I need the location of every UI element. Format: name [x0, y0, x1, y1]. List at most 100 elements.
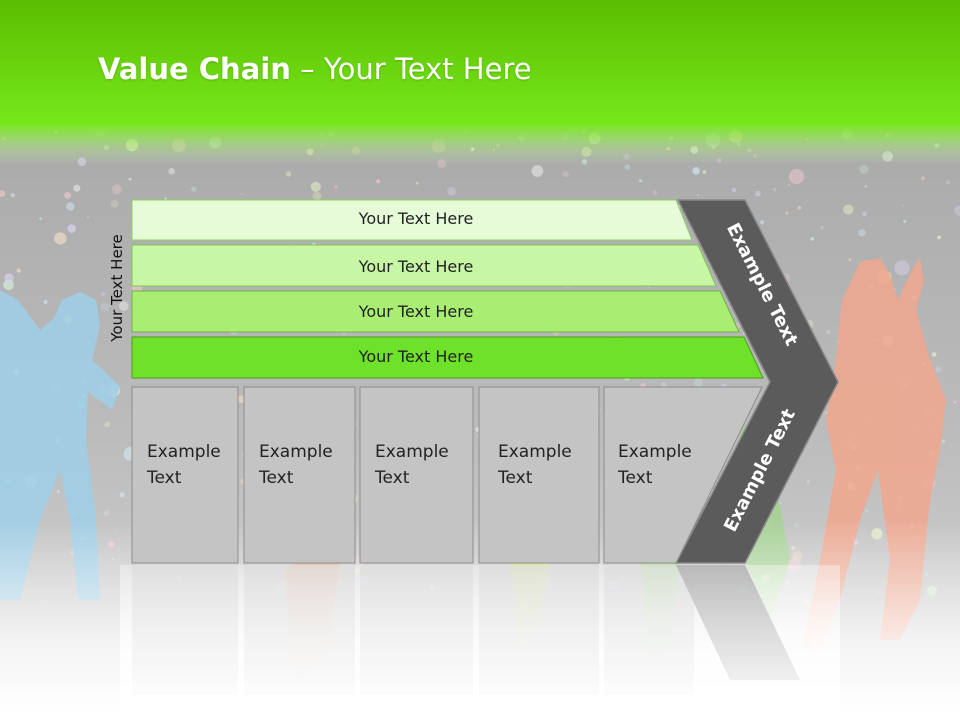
bokeh-dot — [787, 183, 791, 187]
title-separator: – — [290, 52, 324, 86]
bokeh-dot — [64, 192, 71, 199]
margin-chevron — [674, 199, 839, 564]
bokeh-dot — [110, 199, 119, 208]
bokeh-dot — [693, 377, 703, 387]
bokeh-dot — [843, 204, 854, 215]
bokeh-dot — [858, 229, 866, 237]
activity-columns — [131, 386, 763, 564]
column-4 — [478, 386, 600, 564]
bokeh-dot — [100, 302, 110, 311]
bokeh-dot — [894, 260, 910, 276]
bokeh-dot — [859, 164, 869, 174]
bokeh-dot — [692, 167, 700, 175]
column-1 — [131, 386, 239, 564]
bokeh-dot — [10, 193, 15, 198]
bokeh-dot — [43, 300, 48, 304]
bokeh-dot — [848, 258, 852, 261]
bokeh-dot — [797, 205, 802, 210]
bokeh-dot — [3, 279, 14, 291]
bokeh-dot — [168, 168, 175, 175]
bokeh-dot — [785, 211, 789, 215]
bokeh-dot — [901, 204, 905, 207]
column-1-label: Example Text — [147, 442, 221, 488]
bokeh-dot — [164, 197, 167, 200]
bokeh-dot — [789, 168, 805, 185]
bokeh-dot — [937, 235, 941, 240]
bokeh-dot — [954, 205, 960, 216]
bokeh-dot — [119, 492, 125, 498]
bokeh-dot — [935, 366, 942, 373]
bokeh-dot — [639, 179, 642, 183]
bokeh-dot — [920, 176, 926, 181]
bar-2-label: Your Text Here — [358, 257, 474, 276]
column-2-label: Example Text — [259, 442, 333, 488]
value-chain-bars — [131, 199, 764, 379]
bokeh-dot — [4, 273, 14, 283]
bokeh-dot — [191, 186, 197, 192]
bar-4-label: Your Text Here — [358, 347, 474, 366]
bokeh-dot — [54, 232, 67, 245]
bokeh-dot — [103, 510, 110, 516]
bokeh-dot — [237, 395, 246, 404]
bokeh-dot — [312, 191, 322, 201]
bar-1 — [131, 199, 693, 241]
bokeh-dot — [66, 202, 75, 211]
bokeh-dot — [806, 480, 810, 484]
bokeh-dot — [941, 439, 946, 443]
bokeh-dot — [119, 301, 129, 311]
bokeh-dot — [285, 171, 292, 177]
bokeh-dot — [0, 190, 5, 197]
bokeh-dot — [760, 220, 765, 225]
bokeh-dot — [334, 185, 338, 189]
bokeh-dot — [755, 190, 761, 197]
bokeh-dot — [310, 181, 321, 192]
bokeh-dot — [696, 193, 700, 197]
bokeh-dot — [862, 211, 867, 216]
bokeh-dot — [661, 382, 667, 388]
bokeh-dot — [778, 501, 782, 505]
bokeh-dot — [86, 215, 90, 219]
bokeh-dot — [240, 192, 243, 195]
bokeh-dot — [953, 400, 957, 404]
bokeh-dot — [111, 184, 122, 195]
bar-3 — [131, 290, 740, 333]
column-2 — [243, 386, 356, 564]
bokeh-dot — [826, 329, 831, 334]
title-bold: Value Chain — [98, 52, 291, 86]
bokeh-dot — [903, 219, 907, 223]
bokeh-dot — [773, 187, 777, 192]
column-3-label: Example Text — [375, 442, 449, 488]
bokeh-dot — [104, 421, 111, 428]
bokeh-dot — [376, 179, 381, 184]
bokeh-dot — [531, 165, 544, 177]
bokeh-dot — [624, 164, 631, 170]
bokeh-dot — [931, 352, 937, 357]
bokeh-dot — [946, 180, 951, 185]
slide-title: Value Chain – Your Text Here — [98, 52, 532, 86]
bokeh-dot — [415, 182, 419, 185]
bar-1-label: Your Text Here — [358, 209, 474, 228]
bokeh-dot — [67, 224, 77, 233]
bokeh-dot — [820, 226, 824, 229]
bar-3-label: Your Text Here — [358, 302, 474, 321]
bokeh-dot — [16, 268, 21, 273]
column-4-label: Example Text — [498, 442, 572, 488]
bokeh-dot — [73, 184, 81, 192]
bokeh-dot — [39, 217, 42, 221]
bar-4 — [131, 336, 764, 379]
column-5-label: Example Text — [618, 442, 692, 488]
bokeh-dot — [447, 187, 456, 196]
column-3 — [359, 386, 474, 564]
bokeh-dot — [702, 170, 707, 174]
bokeh-dot — [865, 509, 869, 513]
bokeh-dot — [100, 291, 106, 297]
bokeh-dot — [128, 177, 132, 181]
bokeh-dot — [731, 187, 737, 193]
column-5 — [603, 386, 763, 564]
vertical-label: Your Text Here — [108, 234, 126, 342]
bokeh-dot — [864, 185, 868, 188]
bokeh-dot — [652, 190, 657, 195]
bokeh-dot — [562, 171, 569, 178]
